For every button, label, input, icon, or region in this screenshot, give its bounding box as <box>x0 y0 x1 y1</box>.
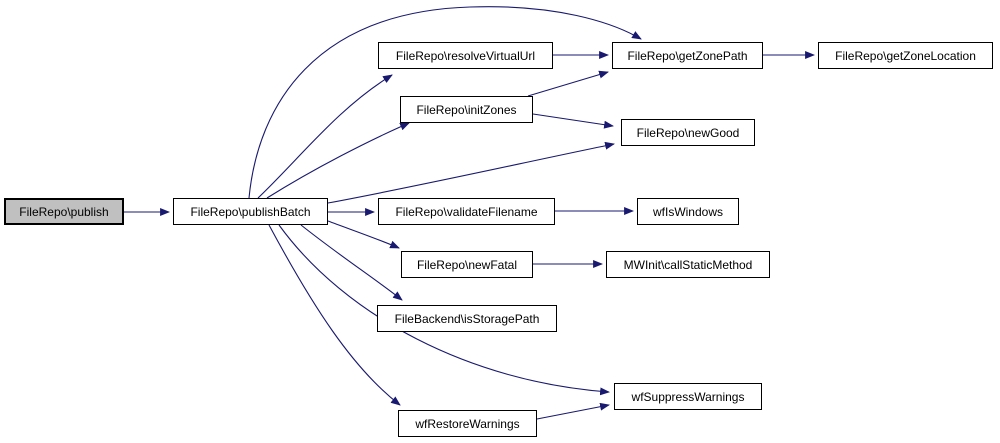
node-filerepo-getzonepath[interactable]: FileRepo\getZonePath <box>612 42 763 69</box>
node-label: wfSuppressWarnings <box>631 389 745 404</box>
node-label: wfIsWindows <box>652 204 723 219</box>
node-wfsuppresswarnings[interactable]: wfSuppressWarnings <box>614 383 762 410</box>
node-filerepo-newgood[interactable]: FileRepo\newGood <box>621 119 755 146</box>
edge-publishbatch-to-newgood <box>327 141 615 204</box>
node-filerepo-publish: FileRepo\publish <box>4 198 124 225</box>
edge-publishbatch-to-newfatal <box>327 220 400 249</box>
edge-publishbatch-to-isstoragepath <box>300 224 403 301</box>
node-filerepo-getzonelocation[interactable]: FileRepo\getZoneLocation <box>818 42 993 69</box>
node-label: wfRestoreWarnings <box>415 416 520 431</box>
node-filerepo-validatefilename[interactable]: FileRepo\validateFilename <box>378 198 555 225</box>
edge-publishbatch-to-wfrestorewarnings <box>268 224 401 406</box>
node-label: MWInit\callStaticMethod <box>623 257 753 272</box>
edge-publishbatch-to-getzonepath <box>248 6 642 199</box>
node-label: FileRepo\getZoneLocation <box>835 48 976 63</box>
edge-initzones-to-newgood <box>532 113 614 129</box>
node-filerepo-publishbatch[interactable]: FileRepo\publishBatch <box>173 198 328 225</box>
node-label: FileRepo\resolveVirtualUrl <box>395 48 536 63</box>
node-label: FileBackend\isStoragePath <box>394 311 540 326</box>
node-mwinit-callstaticmethod[interactable]: MWInit\callStaticMethod <box>606 251 770 278</box>
node-label: FileRepo\getZonePath <box>627 48 748 63</box>
edge-wfrestorewarnings-to-wfsuppresswarnings <box>536 402 610 420</box>
node-filerepo-initzones[interactable]: FileRepo\initZones <box>400 96 533 123</box>
node-wfiswindows[interactable]: wfIsWindows <box>637 198 739 225</box>
node-wfrestorewarnings[interactable]: wfRestoreWarnings <box>398 410 537 437</box>
node-label: FileRepo\initZones <box>416 102 517 117</box>
node-label: FileRepo\publish <box>19 204 109 219</box>
node-filerepo-newfatal[interactable]: FileRepo\newFatal <box>401 251 533 278</box>
node-label: FileRepo\validateFilename <box>395 204 538 219</box>
edge-publishbatch-to-resolvevirtualurl <box>257 74 393 199</box>
edge-publishbatch-to-wfsuppresswarnings <box>278 224 610 396</box>
node-label: FileRepo\newGood <box>636 125 740 140</box>
edge-initzones-to-getzonepath <box>527 70 609 97</box>
node-label: FileRepo\newFatal <box>416 257 518 272</box>
edge-publishbatch-to-initzones <box>266 122 410 199</box>
node-label: FileRepo\publishBatch <box>190 204 311 219</box>
node-filebackend-isstoragepath[interactable]: FileBackend\isStoragePath <box>377 305 557 332</box>
node-filerepo-resolvevirtualurl[interactable]: FileRepo\resolveVirtualUrl <box>378 42 553 69</box>
